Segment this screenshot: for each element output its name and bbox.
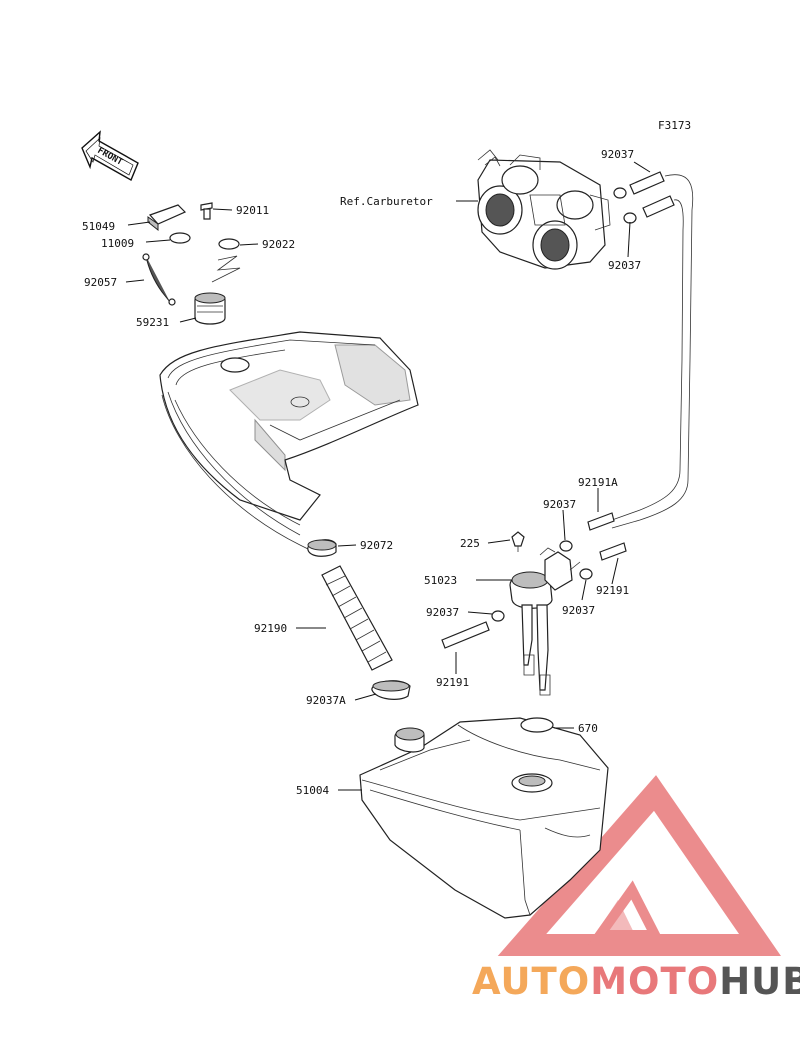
label-92037-left: 92037 <box>426 606 459 619</box>
label-225: 225 <box>460 537 480 550</box>
label-51004: 51004 <box>296 784 329 797</box>
brand-part-auto: AUTO <box>472 960 591 1003</box>
label-92037-top: 92037 <box>601 148 634 161</box>
label-92011: 92011 <box>236 204 269 217</box>
filler-hose-group <box>307 539 411 700</box>
filler-cap-group <box>142 202 241 325</box>
label-51023: 51023 <box>424 574 457 587</box>
upper-hoses <box>611 171 694 529</box>
brand-part-hub: HUB <box>719 960 800 1003</box>
label-92057: 92057 <box>84 276 117 289</box>
label-92072: 92072 <box>360 539 393 552</box>
label-670: 670 <box>578 722 598 735</box>
label-92191a: 92191A <box>578 476 618 489</box>
brand-part-moto: MOTO <box>590 960 720 1003</box>
label-92190: 92190 <box>254 622 287 635</box>
label-92191-left: 92191 <box>436 676 469 689</box>
reference-carburetor-label: Ref.Carburetor <box>340 195 433 208</box>
label-92191-right: 92191 <box>596 584 629 597</box>
fuel-tap-assembly <box>441 512 627 696</box>
watermark-logo <box>497 775 781 956</box>
label-92022: 92022 <box>262 238 295 251</box>
figure-code: F3173 <box>658 119 691 132</box>
label-92037-top2: 92037 <box>608 259 641 272</box>
label-92037-mid: 92037 <box>543 498 576 511</box>
carburetor-reference <box>477 149 611 270</box>
front-arrow-icon: FRONT <box>81 130 139 181</box>
fuel-tank <box>359 717 609 919</box>
label-92037a: 92037A <box>306 694 346 707</box>
label-11009: 11009 <box>101 237 134 250</box>
hull-deck <box>159 331 419 556</box>
label-51049: 51049 <box>82 220 115 233</box>
label-59231: 59231 <box>136 316 169 329</box>
watermark-brand-text: AUTOMOTOHUB <box>472 960 800 1003</box>
label-92037-right: 92037 <box>562 604 595 617</box>
